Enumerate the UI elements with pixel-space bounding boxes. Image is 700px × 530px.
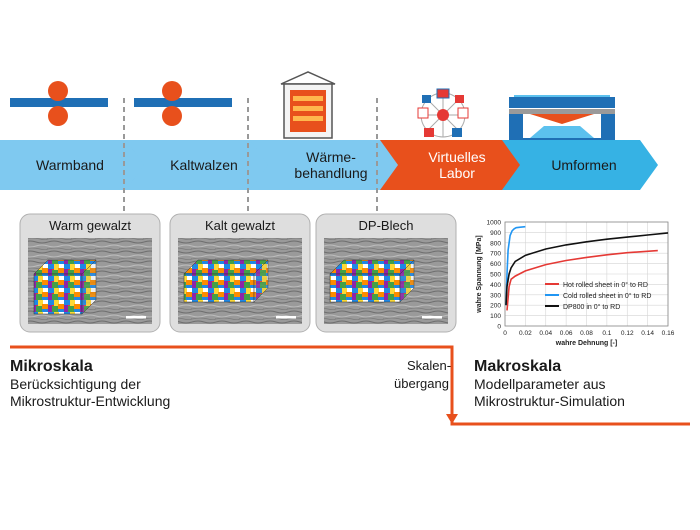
x-tick-label: 0.16: [662, 330, 675, 337]
process-step-arrow: [0, 140, 150, 190]
legend-entry: DP800 in 0° to RD: [563, 303, 620, 311]
process-step-2: Kaltwalzen: [126, 140, 274, 190]
macro-scale-line-2: Mikrostruktur-Simulation: [474, 393, 625, 409]
scale-transition-line: [10, 345, 690, 426]
micrograph-label: DP-Blech: [359, 218, 414, 233]
grain-block-model: [329, 259, 415, 303]
process-step-label: Kaltwalzen: [170, 157, 238, 173]
micro-scale-line-1: Berücksichtigung der: [10, 376, 141, 392]
furnace-icon: [280, 71, 336, 139]
series-line-3: [505, 232, 669, 306]
macro-scale-title: Makroskala: [474, 358, 561, 375]
legend-entry: Hot rolled sheet in 0° to RD: [563, 281, 648, 289]
legend-entry: Cold rolled sheet in 0° to RD: [563, 292, 651, 300]
process-step-label: Warmband: [36, 157, 104, 173]
y-tick-label: 400: [490, 282, 501, 289]
process-step-arrow: [380, 140, 526, 190]
scale-bar: [276, 316, 296, 319]
y-tick-label: 300: [490, 292, 501, 299]
x-tick-label: 0.14: [641, 330, 654, 337]
micrograph-panels: Warm gewalzt Kalt gewalzt DP-Blech: [19, 213, 457, 333]
grain-block-model: [33, 259, 97, 315]
process-step-label: Labor: [439, 165, 475, 181]
x-tick-label: 0.1: [602, 330, 611, 337]
rolling-mill-icon: [10, 81, 108, 126]
micrograph-label: Warm gewalzt: [49, 218, 131, 233]
y-axis-label: wahre Spannung [MPa]: [476, 235, 483, 313]
process-step-1: Warmband: [0, 140, 150, 190]
y-tick-label: 800: [490, 240, 501, 247]
stress-strain-chart: 0 100 200 300 400 500 600 700 800 900 1000 0 0.02 0.0…: [476, 220, 675, 348]
y-tick-label: 1000: [487, 220, 502, 227]
grain-block-model: [183, 259, 269, 303]
x-tick-label: 0: [503, 330, 507, 337]
series-line-1: [506, 249, 658, 311]
x-axis-label: wahre Dehnung [-]: [555, 340, 617, 347]
x-tick-label: 0.04: [539, 330, 552, 337]
y-tick-label: 900: [490, 230, 501, 237]
micro-scale-line-2: Mikrostruktur-Entwicklung: [10, 393, 170, 409]
micrograph-panel-2: Kalt gewalzt: [169, 213, 311, 333]
y-tick-label: 200: [490, 303, 501, 310]
y-tick-label: 0: [497, 324, 501, 331]
forming-press-icon: [509, 95, 615, 144]
cold-rolling-icon: [134, 81, 232, 126]
process-step-arrow: [126, 140, 274, 190]
micrograph-panel-1: Warm gewalzt: [19, 213, 161, 333]
x-tick-label: 0.08: [580, 330, 593, 337]
y-tick-label: 600: [490, 261, 501, 268]
process-step-arrow: [502, 140, 658, 190]
process-step-label: Umformen: [551, 157, 616, 173]
process-step-label: behandlung: [294, 165, 367, 181]
scale-bar: [422, 316, 442, 319]
micrograph-label: Kalt gewalzt: [205, 218, 275, 233]
process-step-label: Virtuelles: [428, 149, 485, 165]
macro-scale-line-1: Modellparameter aus: [474, 376, 606, 392]
micrograph-panel-3: DP-Blech: [315, 213, 457, 333]
process-step-3: Wärme-behandlung: [250, 140, 404, 190]
plot-area: [504, 221, 669, 327]
virtual-lab-icon: [417, 88, 469, 138]
y-tick-label: 500: [490, 272, 501, 279]
process-step-5: Umformen: [502, 140, 658, 190]
transition-line-1: Skalen-: [407, 358, 451, 373]
process-step-label: Wärme-: [306, 149, 356, 165]
x-tick-label: 0.06: [560, 330, 573, 337]
x-tick-label: 0.12: [621, 330, 634, 337]
y-tick-label: 100: [490, 313, 501, 320]
series-line-2: [505, 225, 526, 306]
micro-scale-title: Mikroskala: [10, 358, 93, 375]
process-step-arrow: [250, 140, 404, 190]
y-tick-label: 700: [490, 251, 501, 258]
transition-line-2: übergang: [394, 376, 449, 391]
x-tick-label: 0.02: [519, 330, 532, 337]
scale-bar: [126, 316, 146, 319]
